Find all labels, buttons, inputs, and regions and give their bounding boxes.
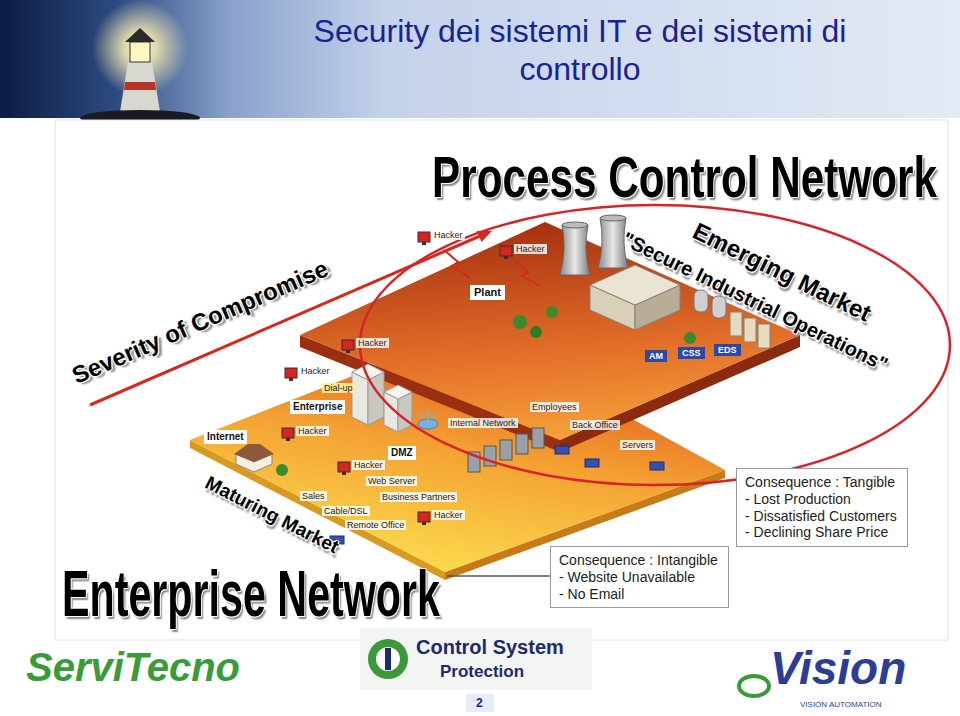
tree-icon xyxy=(276,464,288,476)
logo-ring-inner xyxy=(376,647,400,671)
hacker-label: Hacker xyxy=(296,426,329,436)
hacker-label: Hacker xyxy=(514,244,547,254)
workstation-icon xyxy=(650,462,664,470)
logo-text: Protection xyxy=(440,662,524,682)
server-rack xyxy=(500,440,512,460)
monitor-stand xyxy=(342,472,346,475)
consequence-box: Consequence : Tangible- Lost Production-… xyxy=(736,468,908,547)
diagram-panel xyxy=(55,120,948,640)
leader-line xyxy=(447,575,550,577)
monitor-stand xyxy=(422,242,426,245)
storage-tank xyxy=(694,290,708,312)
monitor-stand xyxy=(346,350,350,353)
hacker-label: Hacker xyxy=(352,460,385,470)
area-label: Business Partners xyxy=(380,492,457,502)
area-label: Back Office xyxy=(570,420,620,430)
consequence-heading: Consequence : Intangible xyxy=(559,552,718,569)
logo-panel xyxy=(360,628,592,690)
hacker-monitor xyxy=(282,428,294,438)
zone-label: Plant xyxy=(470,285,505,300)
lighthouse-lantern xyxy=(130,42,150,62)
lighthouse-stripe xyxy=(124,82,156,90)
tree-icon xyxy=(546,306,558,318)
zone-label: DMZ xyxy=(388,446,416,460)
area-label: Employees xyxy=(530,402,579,412)
hacker-label: Hacker xyxy=(432,230,465,240)
area-label: Web Server xyxy=(366,476,417,486)
header-bar xyxy=(0,0,960,118)
monitor-stand xyxy=(504,256,508,259)
logo-bar xyxy=(385,648,391,670)
workstation-icon xyxy=(555,446,569,454)
monitor-stand xyxy=(289,378,293,381)
company-logo: Vision xyxy=(770,642,906,695)
hacker-label: Hacker xyxy=(299,366,332,376)
logo-text: VISION AUTOMATION xyxy=(800,700,882,709)
attack-bolt xyxy=(516,262,540,286)
cooling-tower xyxy=(560,225,590,275)
cooling-tower-top xyxy=(562,222,588,228)
system-label: AM xyxy=(645,350,667,362)
area-label: Internal Network xyxy=(448,418,518,428)
system-label: CSS xyxy=(678,347,705,359)
zone-label: Enterprise xyxy=(290,400,345,414)
cooling-tower-top xyxy=(600,215,626,221)
server-rack xyxy=(532,428,544,448)
consequence-item: - Lost Production xyxy=(745,491,851,508)
consequence-item: - Declining Share Price xyxy=(745,524,888,541)
highlight-ellipse xyxy=(360,205,950,485)
fountain-spray xyxy=(420,410,436,422)
area-label: Dial-up xyxy=(322,383,355,393)
tree-icon xyxy=(513,315,527,329)
consequence-item: - Dissatisfied Customers xyxy=(745,508,897,525)
area-label: Cable/DSL xyxy=(322,506,370,516)
consequence-box: Consequence : Intangible- Website Unavai… xyxy=(550,546,729,608)
logo-ring xyxy=(368,639,408,679)
hacker-label: Hacker xyxy=(432,510,465,520)
hacker-monitor xyxy=(418,232,430,242)
attack-bolt xyxy=(444,250,470,278)
logo-swirl xyxy=(739,676,769,696)
control-cabinet xyxy=(758,324,770,348)
slide-title: Security dei sistemi IT e dei sistemi di… xyxy=(255,12,905,88)
logo-text: Control System xyxy=(416,636,564,659)
zone-label: Internet xyxy=(204,430,247,444)
section-heading: Enterprise Network xyxy=(62,562,440,626)
office-building xyxy=(384,385,412,399)
lighthouse-roof xyxy=(125,28,155,42)
monitor-stand xyxy=(422,522,426,525)
tree-icon xyxy=(530,326,542,338)
office-building xyxy=(352,372,368,425)
lighthouse-tower xyxy=(119,62,161,118)
tree-icon xyxy=(684,332,696,344)
page-number: 2 xyxy=(476,697,483,711)
consequence-item: - Website Unavailable xyxy=(559,569,695,586)
area-label: Servers xyxy=(620,440,655,450)
section-heading: Process Control Network xyxy=(432,148,937,206)
system-label: EDS xyxy=(714,344,741,356)
control-cabinet xyxy=(744,318,756,342)
hacker-label: Hacker xyxy=(356,338,389,348)
house-roof xyxy=(234,444,274,462)
area-label: Sales xyxy=(300,491,327,501)
server-rack xyxy=(516,434,528,454)
page-number-plate xyxy=(466,694,494,712)
severity-arrow xyxy=(90,236,480,405)
hacker-monitor xyxy=(285,368,297,378)
hacker-monitor xyxy=(500,246,512,256)
consequence-item: - No Email xyxy=(559,586,624,603)
company-logo: ServiTecno xyxy=(26,644,240,690)
area-label: Remote Office xyxy=(345,520,406,530)
consequence-heading: Consequence : Tangible xyxy=(745,474,895,491)
hacker-monitor xyxy=(342,340,354,350)
control-cabinet xyxy=(730,312,742,336)
hacker-monitor xyxy=(338,462,350,472)
monitor-stand xyxy=(286,438,290,441)
workstation-icon xyxy=(585,459,599,467)
hacker-monitor xyxy=(418,512,430,522)
